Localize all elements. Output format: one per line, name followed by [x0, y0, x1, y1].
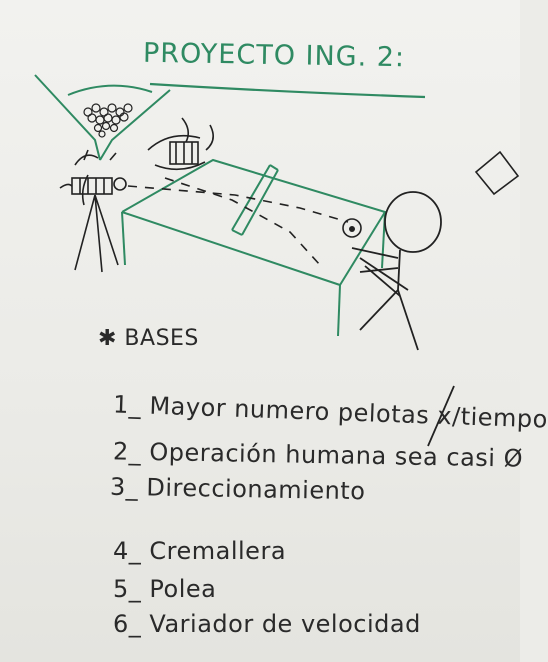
list-item: 6_ Variador de velocidad: [113, 610, 421, 638]
bases-heading: ✱ BASES: [98, 326, 199, 351]
slash-mark: [427, 385, 455, 447]
ball-trajectory: [127, 177, 349, 266]
list-item: 3_ Direccionamiento: [109, 472, 366, 506]
hopper-balls: [83, 103, 133, 138]
project-sketch: [34, 74, 520, 447]
ball: [342, 218, 362, 238]
hopper-funnel: [34, 74, 171, 161]
diamond-mark: [474, 150, 520, 196]
ramp-table: [121, 158, 387, 337]
list-item: 4_ Cremallera: [113, 537, 287, 565]
launcher-tripod: [59, 149, 127, 273]
list-item: 5_ Polea: [113, 575, 217, 603]
stick-figure: [351, 191, 442, 351]
shooter-mechanism: [147, 117, 214, 171]
title-underline: [149, 82, 426, 99]
page-title: PROYECTO ING. 2:: [142, 37, 406, 74]
